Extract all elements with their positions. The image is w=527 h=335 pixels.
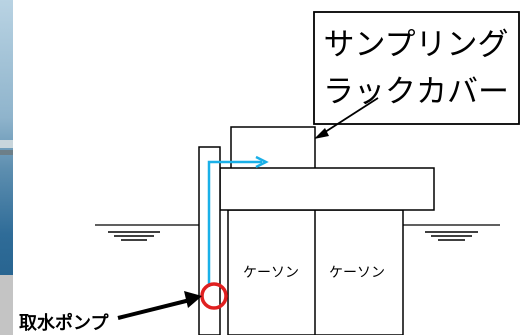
water-level-symbol-left (108, 231, 160, 241)
sampling-rack-cover (230, 126, 316, 170)
background-photo-strip (0, 0, 13, 335)
deck-slab (219, 167, 435, 211)
intake-pump-label: 取水ポンプ (19, 312, 109, 334)
flow-path (207, 160, 262, 287)
water-flow-arrow (207, 155, 269, 287)
callout-line-2: ラックカバー (323, 74, 509, 110)
caisson-label-right: ケーソン (329, 265, 385, 281)
caissons: ケーソン ケーソン (227, 209, 404, 335)
caisson-label-left: ケーソン (243, 265, 299, 281)
flow-arrowhead (255, 155, 269, 169)
callout-line-1: サンプリング (323, 27, 508, 63)
water-level-symbol-right (425, 231, 478, 241)
pump-pointer-arrow (117, 291, 202, 320)
sampling-rack-cover-callout: サンプリング ラックカバー (313, 11, 520, 125)
callout-leader-arrow (314, 97, 379, 139)
callout-box (313, 11, 520, 125)
